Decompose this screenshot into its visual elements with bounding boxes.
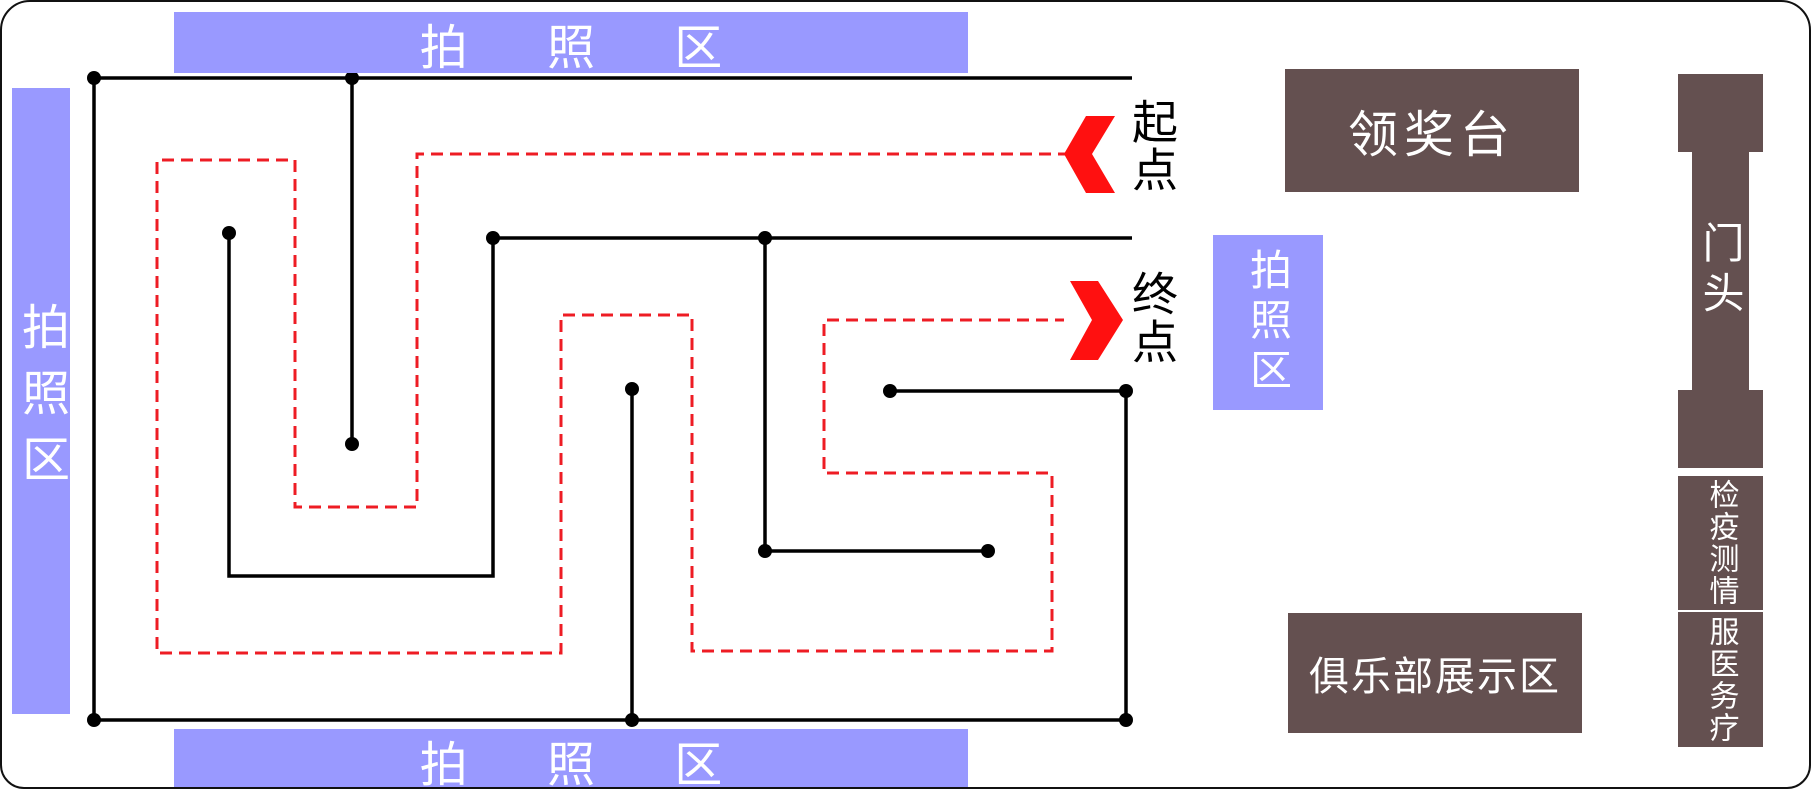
node: [87, 71, 101, 85]
node: [486, 231, 500, 245]
medical-service-label: 服医务疗: [1703, 615, 1739, 744]
end-marker-label: 终点: [1125, 270, 1179, 366]
photo-zone-bottom-label: 拍 照 区: [419, 737, 755, 789]
node: [883, 384, 897, 398]
node: [625, 382, 639, 396]
node: [758, 544, 772, 558]
maze-nodes: [87, 71, 1133, 727]
node: [1119, 384, 1133, 398]
node: [1119, 713, 1133, 727]
node: [87, 713, 101, 727]
wall-inner-l: [763, 238, 988, 553]
club-display-area-label: 俱乐部展示区: [1309, 654, 1561, 700]
node: [625, 713, 639, 727]
outer-wall: [92, 76, 1132, 722]
awards-stage: 领奖台: [1285, 69, 1579, 192]
node: [758, 231, 772, 245]
node: [345, 437, 359, 451]
start-marker-label: 起点: [1125, 98, 1179, 194]
node: [981, 544, 995, 558]
photo-zone-left: 拍照区: [12, 88, 70, 714]
wall-u-left: [227, 233, 1132, 578]
photo-zone-top-label: 拍 照 区: [419, 19, 755, 76]
photo-zone-middle-label: 拍照区: [1243, 247, 1293, 398]
photo-zone-left-label: 拍照区: [13, 302, 69, 500]
node: [345, 71, 359, 85]
photo-zone-top: 拍 照 区: [174, 12, 968, 76]
photo-zone-middle: 拍照区: [1213, 235, 1323, 410]
medical-service-point: 服医务疗: [1678, 612, 1763, 747]
node: [222, 226, 236, 240]
awards-stage-label: 领奖台: [1348, 105, 1516, 164]
end-chevron-icon: [1070, 281, 1123, 360]
start-chevron-icon: [1064, 116, 1115, 193]
gate-top-bar: [1678, 74, 1763, 152]
gate-bottom-bar: [1678, 390, 1763, 468]
maze-walls: [92, 76, 1132, 722]
gate-label: 门头: [1696, 221, 1745, 321]
club-display-area: 俱乐部展示区: [1288, 613, 1582, 733]
gate: 门头: [1692, 152, 1749, 390]
epidemic-check-point: 检疫测情: [1678, 476, 1763, 610]
epidemic-check-label: 检疫测情: [1703, 479, 1739, 607]
photo-zone-bottom: 拍 照 区: [174, 729, 968, 787]
walking-route: [155, 152, 1070, 655]
